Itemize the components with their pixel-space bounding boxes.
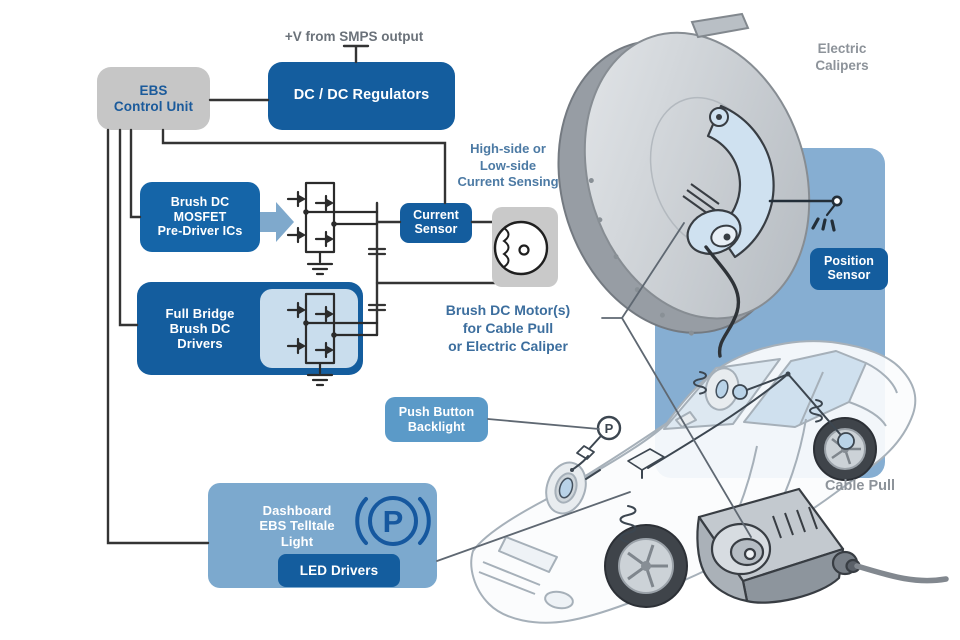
svg-text:P: P <box>605 421 614 436</box>
rear-left-wheel <box>813 417 877 481</box>
block-dc-dc-regulators: DC / DC Regulators <box>268 62 455 130</box>
side-mirror <box>675 411 697 428</box>
smps-power-label: +V from SMPS output <box>284 29 424 44</box>
cable-pull-label: Cable Pull <box>824 478 896 494</box>
caliper-mount-tab <box>690 12 750 39</box>
motor-symbol <box>492 207 558 287</box>
brake-cable <box>854 563 949 584</box>
arrow-icon <box>260 202 294 242</box>
electric-caliper-illustration <box>682 104 775 259</box>
block-led-drivers: LED Drivers <box>278 554 400 587</box>
block-current-sensor: Current Sensor <box>400 203 472 243</box>
front-left-wheel <box>604 524 688 608</box>
h-bridge-schematic <box>286 181 379 276</box>
block-full-bridge: Full Bridge Brush DC Drivers <box>137 282 363 375</box>
windshield <box>663 358 781 430</box>
potentiometer-icon <box>768 195 843 232</box>
block-position-sensor: Position Sensor <box>810 248 888 290</box>
caliper-motor-cable <box>704 245 741 358</box>
dashboard-telltale-label: Dashboard EBS Telltale Light <box>259 503 335 549</box>
cable-pull-actuator-illustration <box>696 487 861 604</box>
far-side-wheels <box>545 367 740 515</box>
full-bridge-label: Full Bridge Brush DC Drivers <box>165 305 235 352</box>
side-windows <box>743 350 867 428</box>
block-push-button-backlight: Push Button Backlight <box>385 397 488 442</box>
p-button-icon: P <box>596 415 622 441</box>
full-bridge-schematic-panel <box>260 289 358 368</box>
current-sensing-note: High-side or Low-side Current Sensing <box>457 141 559 190</box>
block-mosfet-predriver: Brush DC MOSFET Pre-Driver ICs <box>140 182 260 252</box>
block-ebs-control-unit: EBS Control Unit <box>97 67 210 130</box>
leader-lines <box>436 222 752 562</box>
headlight <box>498 536 558 573</box>
parking-brake-hardware <box>570 371 855 543</box>
electric-calipers-label: Electric Calipers <box>815 41 869 74</box>
blue-backdrop-panel <box>655 148 885 478</box>
brush-dc-motor-note: Brush DC Motor(s) for Cable Pull or Elec… <box>445 302 571 354</box>
